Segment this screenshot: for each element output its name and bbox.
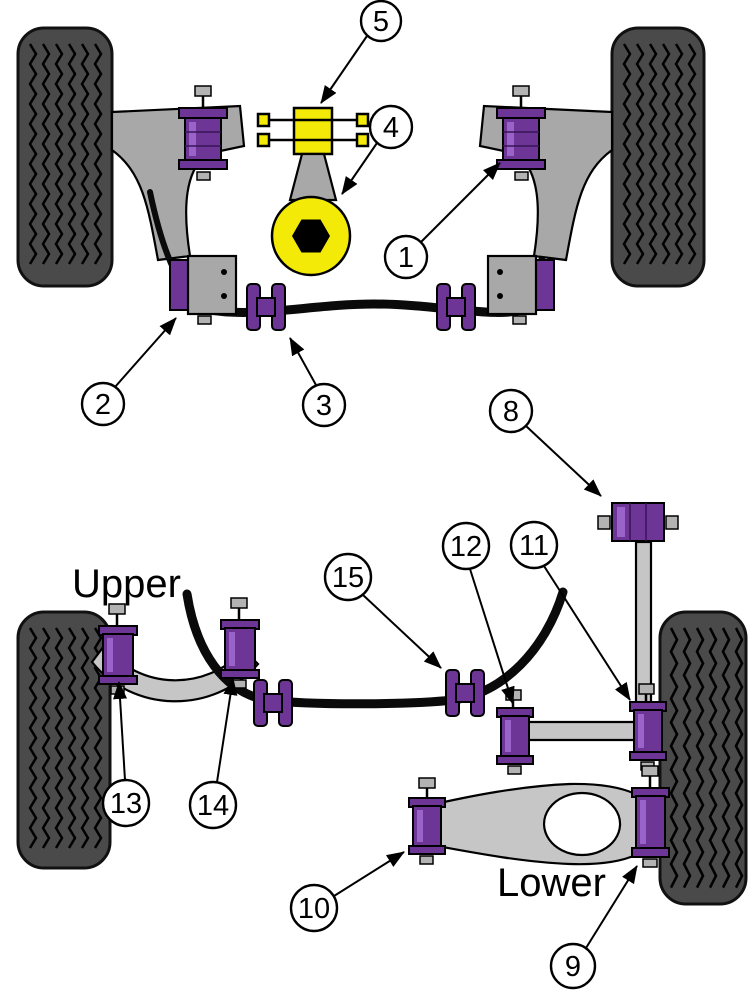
callout-2: 2: [80, 317, 177, 427]
rear-lower-bush-left: [408, 777, 446, 865]
callout-1-number: 1: [398, 242, 414, 274]
rear-drop-link: [634, 540, 653, 708]
upper-arm-label: Upper: [72, 562, 181, 606]
front-right-control-arm: [478, 104, 614, 262]
rear-right-tire: [658, 610, 748, 906]
front-left-bracket: [169, 254, 238, 325]
callout-15-number: 15: [332, 562, 364, 594]
callout-11: 11: [509, 520, 631, 701]
lower-arm-label: Lower: [497, 861, 606, 905]
callout-13: 13: [101, 681, 151, 828]
callout-14: 14: [188, 677, 238, 830]
front-left-control-arm: [110, 104, 246, 262]
rear-tie-rod-bush-right: [629, 683, 667, 771]
rear-upper-arm: [90, 644, 260, 703]
callout-12: 12: [441, 521, 515, 705]
rear-tie-rod-bush-left: [496, 689, 534, 775]
callout-8-number: 8: [503, 396, 519, 428]
rear-upper-bush-right: [220, 597, 260, 689]
front-left-arm-bush: [178, 85, 228, 181]
rear-arb-bush-right: [445, 669, 485, 717]
rear-link-bush-top: [597, 502, 679, 542]
callout-2-number: 2: [95, 389, 111, 421]
front-left-tire: [16, 26, 114, 288]
rear-left-tire: [16, 610, 112, 870]
callout-5-number: 5: [373, 6, 389, 38]
callout-14-number: 14: [197, 790, 229, 822]
callout-8: 8: [488, 388, 602, 497]
callout-15: 15: [323, 552, 442, 669]
callout-4-number: 4: [383, 112, 399, 144]
rear-lower-arm: [424, 782, 662, 866]
callout-3-number: 3: [316, 390, 332, 422]
rear-upper-bush-left: [98, 603, 138, 695]
engine-mount-link-arm: [288, 152, 338, 202]
callout-1: 1: [383, 162, 501, 280]
rear-anti-roll-bar: [182, 587, 568, 709]
front-arb-bush-left: [246, 283, 286, 331]
callout-3: 3: [289, 337, 347, 428]
engine-mount-bush: [270, 195, 352, 277]
callout-12-number: 12: [450, 531, 482, 563]
callout-9-number: 9: [565, 951, 581, 983]
front-right-tire: [610, 26, 706, 288]
callout-4: 4: [341, 104, 414, 195]
callout-9: 9: [549, 865, 638, 990]
front-arb-bush-right: [436, 283, 476, 331]
callout-10-number: 10: [298, 893, 330, 925]
front-right-arm-bush: [496, 85, 546, 181]
callout-11-number: 11: [519, 530, 549, 562]
rear-lower-bush-right: [631, 765, 670, 868]
callout-5: 5: [320, 0, 403, 104]
callout-10: 10: [289, 851, 405, 933]
rear-arb-bush-left: [253, 679, 293, 727]
callout-13-number: 13: [110, 788, 142, 820]
engine-mount-upper-bracket: [256, 106, 370, 156]
front-right-bracket: [486, 254, 555, 325]
